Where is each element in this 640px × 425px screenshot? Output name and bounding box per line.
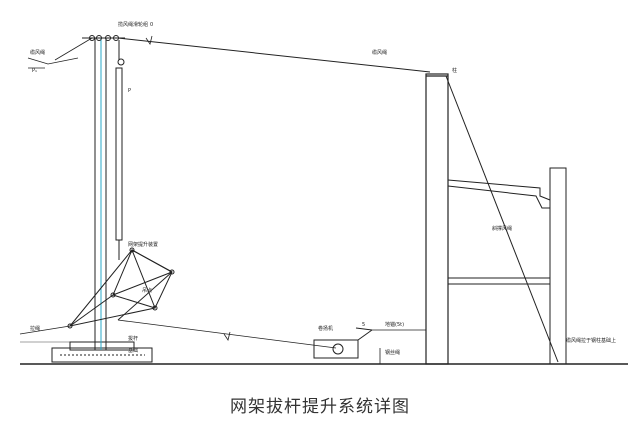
winch-rope-break (223, 331, 231, 341)
label-left-guy: 拉绳 (30, 325, 40, 332)
mast (94, 38, 107, 350)
diagonal-guy-wire (445, 75, 559, 363)
label-anchor-p: P₁ (32, 68, 37, 74)
main-guy-wire (117, 37, 431, 73)
label-load-p: P (128, 88, 131, 94)
lifting-truss (67, 247, 175, 329)
hoist-rope (115, 40, 125, 260)
label-ground-rope: 钢丝绳 (385, 349, 400, 356)
label-base-top: 拔杆 (128, 335, 138, 342)
right-frame (447, 167, 567, 365)
label-top-pulley: 揽风绳滑轮组 (118, 21, 148, 28)
label-main-guy: 缆风绳 (372, 49, 387, 56)
label-node: 吊点 (142, 288, 152, 294)
right-pillar (425, 73, 449, 365)
label-winch-num: 5 (362, 322, 365, 328)
winch (313, 327, 373, 359)
left-ground-rope (19, 325, 71, 335)
left-top-guy-wire (27, 37, 93, 69)
figure-caption: 网架拔杆提升系统详图 (230, 397, 410, 417)
top-pulley-block (82, 35, 125, 41)
label-ground-note: 地锚(5t) (385, 321, 404, 328)
label-base-bot: 基础 (128, 347, 138, 354)
winch-rope (117, 319, 337, 349)
label-top-right: 0 (150, 22, 153, 28)
mast-foundation (51, 341, 153, 363)
label-right-note: 缆风绳拉于钢柱基础上 (566, 337, 616, 344)
label-winch: 卷扬机 (318, 325, 333, 332)
label-diag-guy: 斜撑风绳 (492, 225, 512, 232)
wire-break-mark (145, 35, 153, 45)
label-anchor-pillar: 柱 (452, 67, 457, 74)
label-lift-device: 网架提升装置 (128, 241, 158, 248)
label-top-guy-left: 缆风绳 (30, 49, 45, 56)
